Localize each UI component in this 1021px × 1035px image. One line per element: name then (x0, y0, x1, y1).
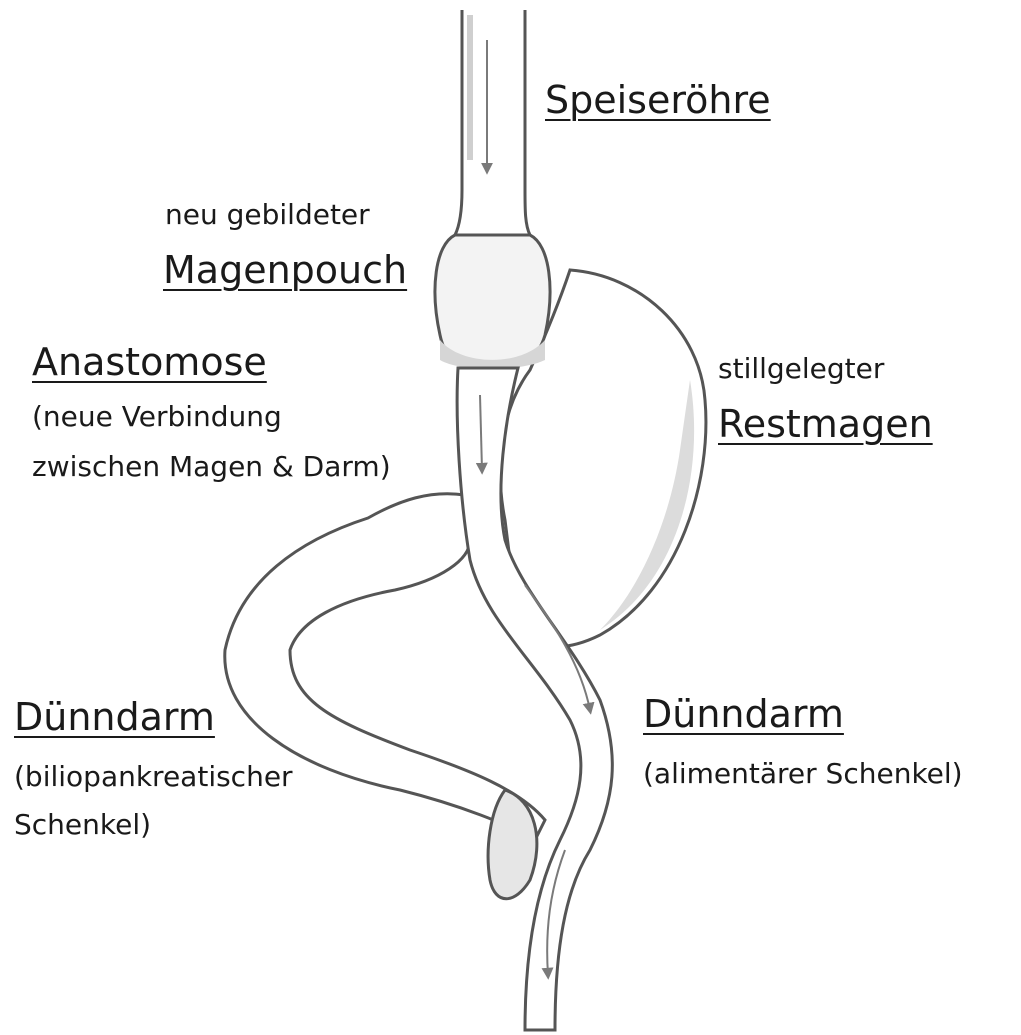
label-duenndarm-left-desc-1: (biliopankreatischer (14, 760, 293, 794)
label-anastomose: Anastomose (32, 340, 267, 386)
esophagus (455, 10, 530, 235)
label-restmagen: Restmagen (718, 402, 933, 448)
label-speiseroehre: Speiseröhre (545, 78, 771, 124)
label-magenpouch: Magenpouch (163, 248, 407, 294)
label-duenndarm-left: Dünndarm (14, 695, 215, 741)
label-anastomose-desc-2: zwischen Magen & Darm) (32, 450, 391, 484)
label-duenndarm-right: Dünndarm (643, 692, 844, 738)
label-restmagen-caption: stillgelegter (718, 352, 884, 386)
label-anastomose-desc-1: (neue Verbindung (32, 400, 282, 434)
label-magenpouch-caption: neu gebildeter (165, 198, 370, 232)
label-duenndarm-right-desc: (alimentärer Schenkel) (643, 757, 963, 791)
gastric-pouch (435, 235, 550, 368)
label-duenndarm-left-desc-2: Schenkel) (14, 808, 151, 842)
